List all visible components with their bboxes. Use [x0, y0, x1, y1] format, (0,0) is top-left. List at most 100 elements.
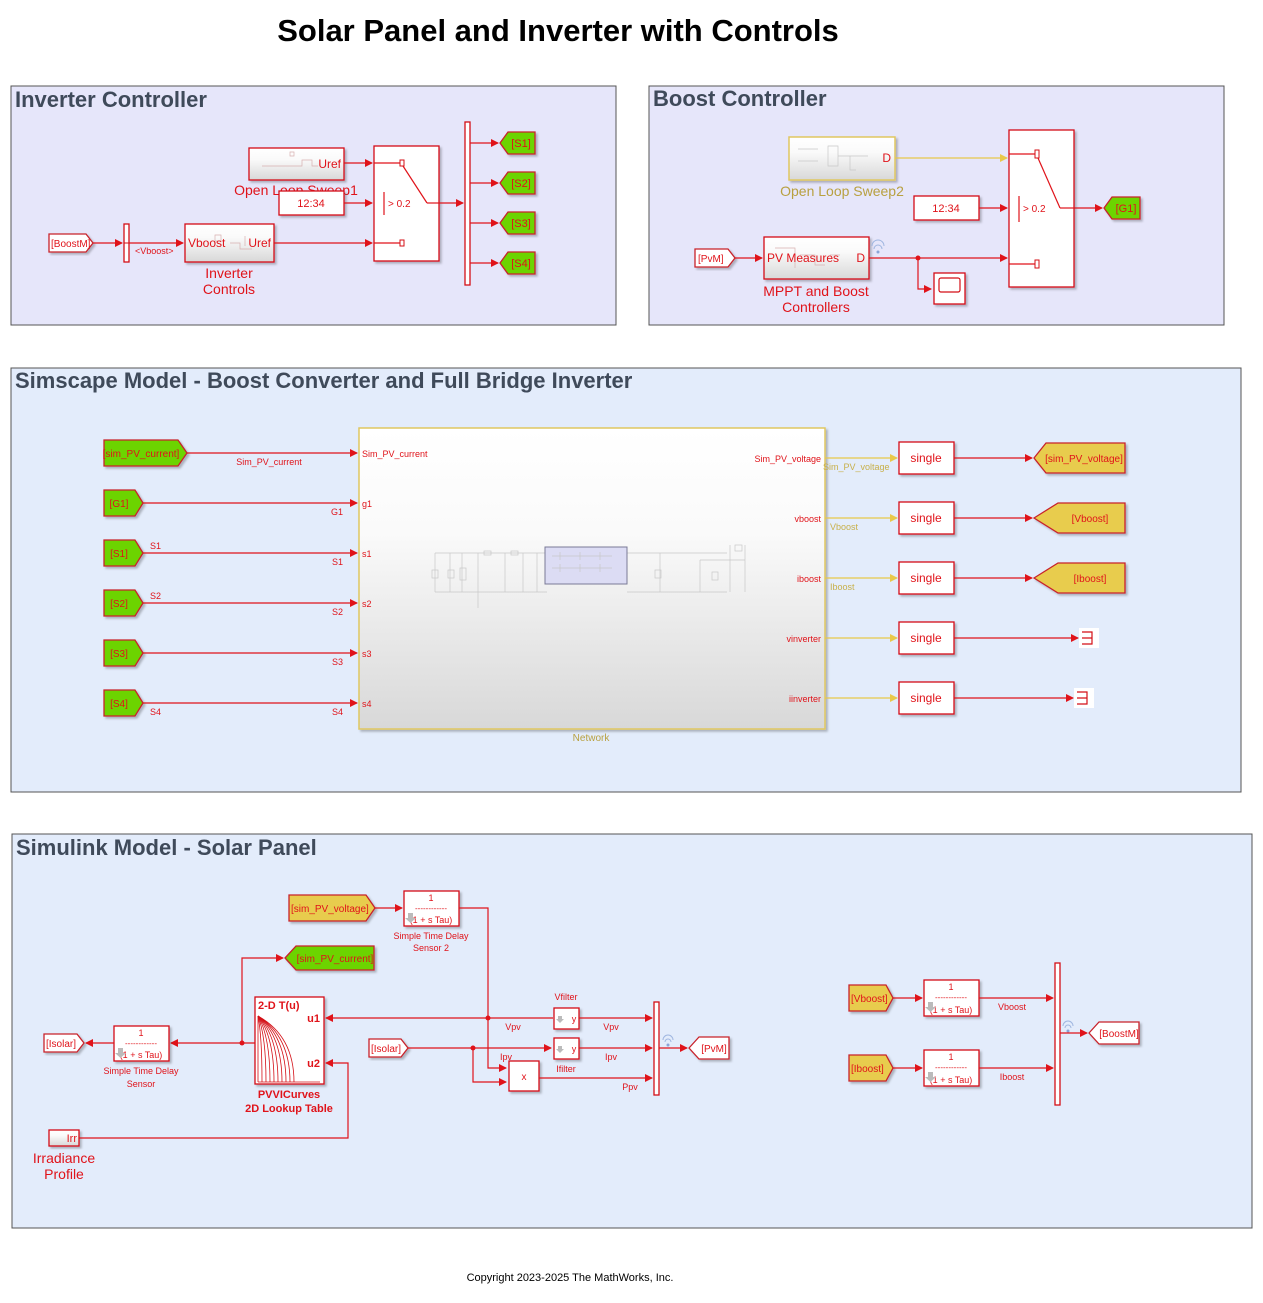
terminator-icon[interactable]	[1074, 688, 1094, 708]
goto-s2[interactable]: [S2]	[499, 171, 536, 195]
page-title: Solar Panel and Inverter with Controls	[277, 13, 839, 48]
svg-text:Sim_PV_voltage: Sim_PV_voltage	[823, 462, 890, 472]
svg-text:[S3]: [S3]	[110, 649, 128, 660]
transfer-fcn-sensor[interactable]: 1 ------------ (1 + s Tau)	[113, 1025, 170, 1062]
mux-block[interactable]	[1054, 962, 1061, 1106]
transfer-fcn-iboost[interactable]: 1 ------------ (1 + s Tau)	[923, 1049, 980, 1087]
area-simscape-model[interactable]: Simscape Model - Boost Converter and Ful…	[10, 367, 1242, 793]
simscape-output-row[interactable]: iinverter single	[789, 681, 1094, 715]
signal-label-vboost: <Vboost>	[135, 246, 174, 256]
mux-block[interactable]	[653, 1001, 660, 1096]
vfilter-block[interactable]: y	[553, 1007, 580, 1030]
svg-text:[Isolar]: [Isolar]	[46, 1039, 76, 1050]
wireless-icon	[662, 1034, 674, 1047]
from-block-sim-pv-voltage[interactable]: [sim_PV_voltage]	[288, 894, 376, 922]
svg-text:s3: s3	[362, 649, 372, 659]
svg-text:2D Lookup Table: 2D Lookup Table	[245, 1103, 333, 1115]
svg-text:Ifilter: Ifilter	[556, 1064, 576, 1074]
svg-text:u2: u2	[307, 1058, 320, 1070]
area-solar-panel[interactable]: Simulink Model - Solar Panel [sim_PV_vol…	[11, 833, 1253, 1229]
simscape-input-row[interactable]: [S2] S2 S2 s2	[103, 589, 372, 617]
svg-text:12:34: 12:34	[932, 203, 960, 215]
goto-vboost[interactable]	[1032, 502, 1126, 534]
constant-block[interactable]: 12:34	[278, 190, 345, 216]
simscape-input-row[interactable]: [S3] S3 s3	[103, 639, 372, 667]
svg-text:s1: s1	[362, 549, 372, 559]
goto-boostm[interactable]: [BoostM]	[1088, 1021, 1140, 1045]
goto-s3[interactable]: [S3]	[499, 211, 536, 235]
product-block[interactable]: x	[508, 1060, 540, 1092]
ifilter-block[interactable]: y	[553, 1037, 580, 1060]
goto-sim-pv-current[interactable]: [sim_PV_current]	[284, 945, 375, 971]
svg-text:s4: s4	[362, 699, 372, 709]
simscape-output-row[interactable]: vboost Vboost single [Vboost]	[794, 501, 1126, 535]
svg-text:(1 + s Tau): (1 + s Tau)	[930, 1075, 973, 1085]
convert-single-block[interactable]	[898, 681, 955, 715]
svg-text:single: single	[910, 451, 942, 465]
inverter-controls-subsystem[interactable]: Vboost Uref	[184, 223, 275, 263]
down-arrow-icon	[405, 913, 416, 923]
svg-text:Iboost: Iboost	[1000, 1072, 1025, 1082]
from-block-boostm[interactable]: [BoostM]	[48, 233, 94, 253]
goto-s4[interactable]: [S4]	[499, 251, 536, 275]
svg-text:Uref: Uref	[318, 157, 341, 171]
svg-text:Sensor 2: Sensor 2	[413, 943, 449, 953]
simscape-input-row[interactable]: [S4] S4 S4 s4	[103, 689, 372, 717]
svg-text:Sim_PV_current: Sim_PV_current	[236, 457, 302, 467]
from-block-iboost[interactable]: [Iboost]	[848, 1054, 894, 1082]
svg-text:x: x	[522, 1072, 527, 1083]
svg-text:Ppv: Ppv	[622, 1082, 638, 1092]
down-arrow-icon	[115, 1048, 126, 1058]
goto-isolar[interactable]: [Isolar]	[43, 1033, 85, 1053]
svg-text:[sim_PV_current]: [sim_PV_current]	[103, 449, 180, 460]
simscape-output-row[interactable]: vinverter single	[786, 621, 1099, 655]
irradiance-profile-block[interactable]: Irr	[48, 1129, 80, 1147]
goto-sim-pv-voltage[interactable]	[1033, 442, 1126, 474]
goto-tags-s: [S1] [S2] [S3] [S4]	[470, 131, 536, 275]
convert-single-block[interactable]	[898, 501, 955, 535]
svg-text:Ipv: Ipv	[500, 1052, 513, 1062]
goto-iboost[interactable]	[1032, 562, 1126, 594]
goto-g1[interactable]: [G1]	[1103, 196, 1141, 220]
area-title: Simulink Model - Solar Panel	[16, 835, 317, 860]
switch-block[interactable]: > 0.2	[373, 145, 440, 262]
simscape-input-row[interactable]: [S1] S1 S1 s1	[103, 539, 372, 567]
simscape-output-row[interactable]: iboost Iboost single [Iboost]	[797, 561, 1126, 595]
demux-block[interactable]	[464, 121, 471, 286]
convert-single-block[interactable]	[898, 621, 955, 655]
svg-text:------------: ------------	[415, 904, 447, 913]
svg-text:vinverter: vinverter	[786, 634, 821, 644]
mppt-subsystem[interactable]: PV Measures D	[763, 236, 870, 280]
transfer-fcn-sensor2[interactable]: 1 ------------ (1 + s Tau)	[403, 890, 460, 927]
goto-s1[interactable]: [S1]	[499, 131, 536, 155]
area-boost-controller[interactable]: Boost Controller D Open Loop Sweep2 12:3…	[648, 85, 1225, 326]
transfer-fcn-vboost[interactable]: 1 ------------ (1 + s Tau)	[923, 979, 980, 1017]
convert-single-block[interactable]	[898, 441, 955, 475]
svg-text:Simple Time Delay: Simple Time Delay	[103, 1066, 179, 1076]
svg-text:vboost: vboost	[794, 514, 821, 524]
open-loop-sweep2-subsystem[interactable]: D	[788, 136, 896, 181]
wireless-icon	[1062, 1020, 1074, 1033]
simscape-output-row[interactable]: Sim_PV_voltage Sim_PV_voltage single [si…	[754, 441, 1126, 475]
network-name: Network	[573, 733, 611, 744]
network-schematic-preview	[431, 544, 746, 608]
svg-text:[sim_PV_voltage]: [sim_PV_voltage]	[1045, 454, 1123, 465]
constant-block[interactable]: 12:34	[913, 195, 980, 221]
terminator-icon[interactable]	[1079, 628, 1099, 648]
goto-pvm[interactable]: [PvM]	[688, 1036, 730, 1060]
scope-icon[interactable]	[933, 272, 966, 305]
from-block-vboost[interactable]: [Vboost]	[848, 984, 894, 1012]
simscape-input-row[interactable]: [G1] G1 g1	[103, 489, 372, 517]
open-loop-sweep1-subsystem[interactable]: Uref	[248, 147, 345, 181]
switch-block[interactable]: > 0.2	[1008, 129, 1075, 288]
svg-text:[G1]: [G1]	[1116, 203, 1137, 215]
svg-text:[PvM]: [PvM]	[698, 254, 724, 265]
area-inverter-controller[interactable]: Inverter Controller [BoostM] <Vboost> Vb…	[10, 85, 617, 326]
svg-text:[Iboost]: [Iboost]	[851, 1064, 884, 1075]
from-block-isolar[interactable]: [Isolar]	[368, 1038, 409, 1058]
from-block-pvm[interactable]: [PvM]	[694, 248, 736, 268]
pvvi-lookup-table[interactable]: 2-D T(u) u1 u2	[254, 996, 325, 1085]
network-subsystem[interactable]	[358, 427, 826, 730]
simscape-input-row[interactable]: [sim_PV_current] Sim_PV_current Sim_PV_c…	[103, 439, 428, 467]
svg-text:Vfilter: Vfilter	[554, 992, 577, 1002]
